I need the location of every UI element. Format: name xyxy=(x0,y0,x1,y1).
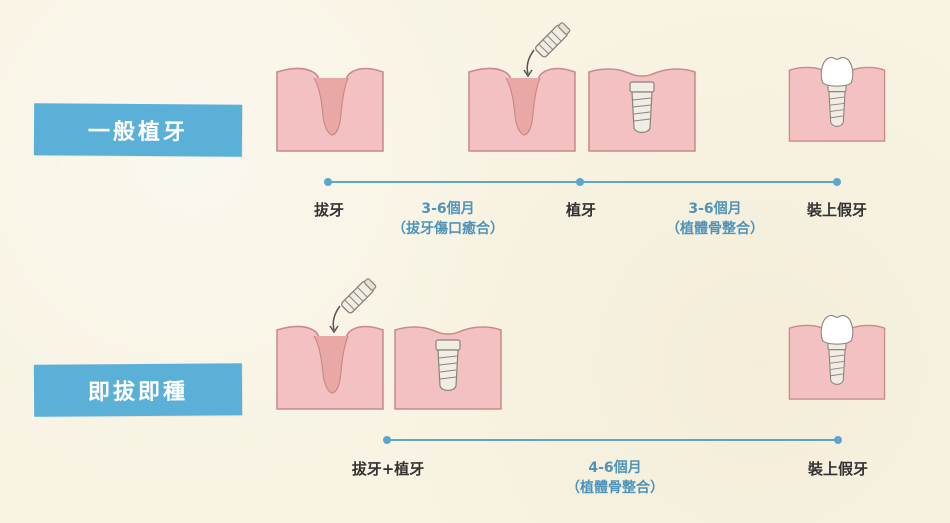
socket xyxy=(313,335,349,394)
socket xyxy=(505,77,541,136)
timeline-dot xyxy=(576,178,584,186)
timeline-dot xyxy=(834,436,842,444)
socket xyxy=(313,77,349,136)
timeline-dot xyxy=(833,178,841,186)
duration-period: 4-6個月 xyxy=(588,460,642,476)
implant-fixture xyxy=(827,341,847,385)
duration-osseointegration: 4-6個月 （植體骨整合） xyxy=(566,458,664,498)
timeline-dot xyxy=(383,436,391,444)
panel-implant-in-bone xyxy=(588,68,696,152)
duration-healing: 3-6個月 （拔牙傷口癒合） xyxy=(392,199,504,239)
duration-note: （植體骨整合） xyxy=(566,480,664,496)
implant-fixture xyxy=(629,81,655,134)
stage-label-implant: 植牙 xyxy=(565,201,597,219)
crown-icon xyxy=(820,56,854,87)
implant-screw-icon xyxy=(329,278,377,334)
panel-implant-with-crown xyxy=(788,56,886,142)
implant-screw-icon xyxy=(523,22,571,78)
panel-extraction-socket xyxy=(276,67,384,152)
panel-socket-with-implant-tool xyxy=(468,67,576,152)
implant-fixture xyxy=(435,339,461,392)
duration-note: （植體骨整合） xyxy=(666,221,764,237)
duration-osseointegration: 3-6個月 （植體骨整合） xyxy=(666,199,764,239)
implant-fixture xyxy=(827,83,847,127)
duration-period: 3-6個月 xyxy=(421,201,475,217)
banner-conventional-implant: 一般植牙 xyxy=(33,103,243,157)
panel-socket-with-implant-tool xyxy=(276,325,384,410)
duration-note: （拔牙傷口癒合） xyxy=(392,221,504,237)
stage-label-crown: 裝上假牙 xyxy=(807,460,869,478)
banner-immediate-implant: 即拔即種 xyxy=(33,363,243,417)
panel-implant-in-bone xyxy=(394,326,502,410)
timeline-dot xyxy=(324,178,332,186)
panel-implant-with-crown xyxy=(788,314,886,400)
stage-label-extraction: 拔牙 xyxy=(313,201,345,219)
stage-label-crown: 裝上假牙 xyxy=(806,201,868,219)
stage-label-extraction-implant: 拔牙+植牙 xyxy=(351,460,425,478)
crown-icon xyxy=(820,314,854,345)
duration-period: 3-6個月 xyxy=(688,201,742,217)
timeline-row-2 xyxy=(387,439,838,441)
